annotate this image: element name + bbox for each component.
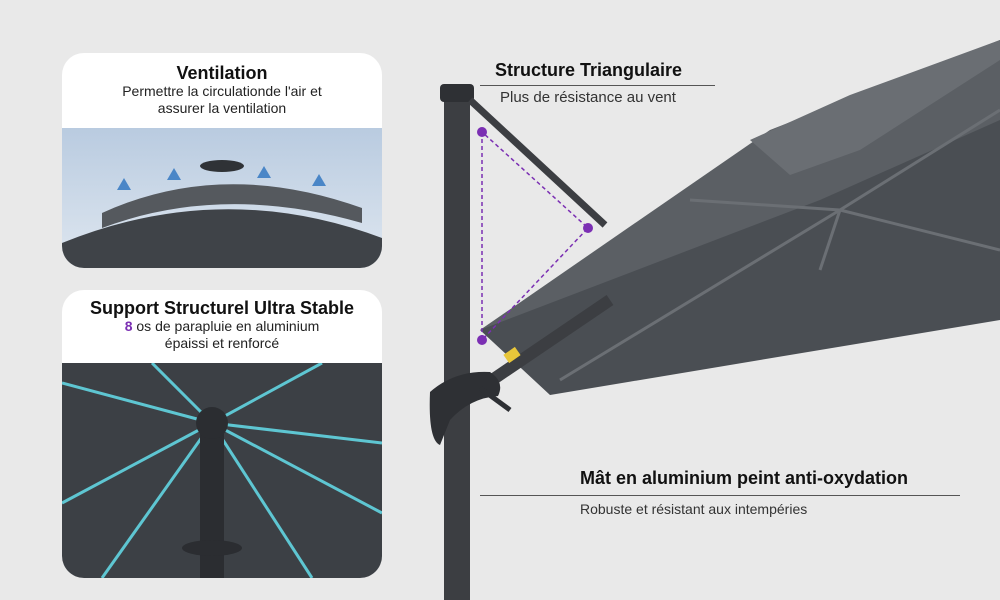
mast-label: Mât en aluminium peint anti-oxydation Ro… — [580, 468, 980, 517]
ventilation-desc-line1: Permettre la circulationde l'air et — [122, 83, 322, 99]
ventilation-desc-line2: assurer la ventilation — [157, 100, 287, 116]
structure-rule — [480, 85, 715, 86]
structure-title: Structure Triangulaire — [495, 60, 683, 80]
pole — [444, 92, 470, 600]
support-title: Support Structurel Ultra Stable — [89, 298, 355, 318]
ventilation-card: Ventilation Permettre la circulationde l… — [62, 53, 382, 268]
mast-title: Mât en aluminium peint anti-oxydation — [580, 468, 909, 488]
mast-rule — [480, 495, 960, 496]
mast-desc: Robuste et résistant aux intempéries — [580, 501, 808, 517]
support-desc-line2: épaissi et renforcé — [164, 335, 280, 351]
ventilation-photo — [62, 128, 382, 268]
structure-label: Structure Triangulaire Plus de résistanc… — [480, 60, 755, 106]
support-card: Support Structurel Ultra Stable 8 os de … — [62, 290, 382, 578]
support-desc-line1: 8 os de parapluie en aluminium — [124, 318, 320, 334]
support-photo — [62, 363, 382, 578]
support-count: 8 — [124, 318, 133, 334]
ventilation-title: Ventilation — [176, 63, 268, 83]
structure-desc: Plus de résistance au vent — [500, 89, 676, 106]
